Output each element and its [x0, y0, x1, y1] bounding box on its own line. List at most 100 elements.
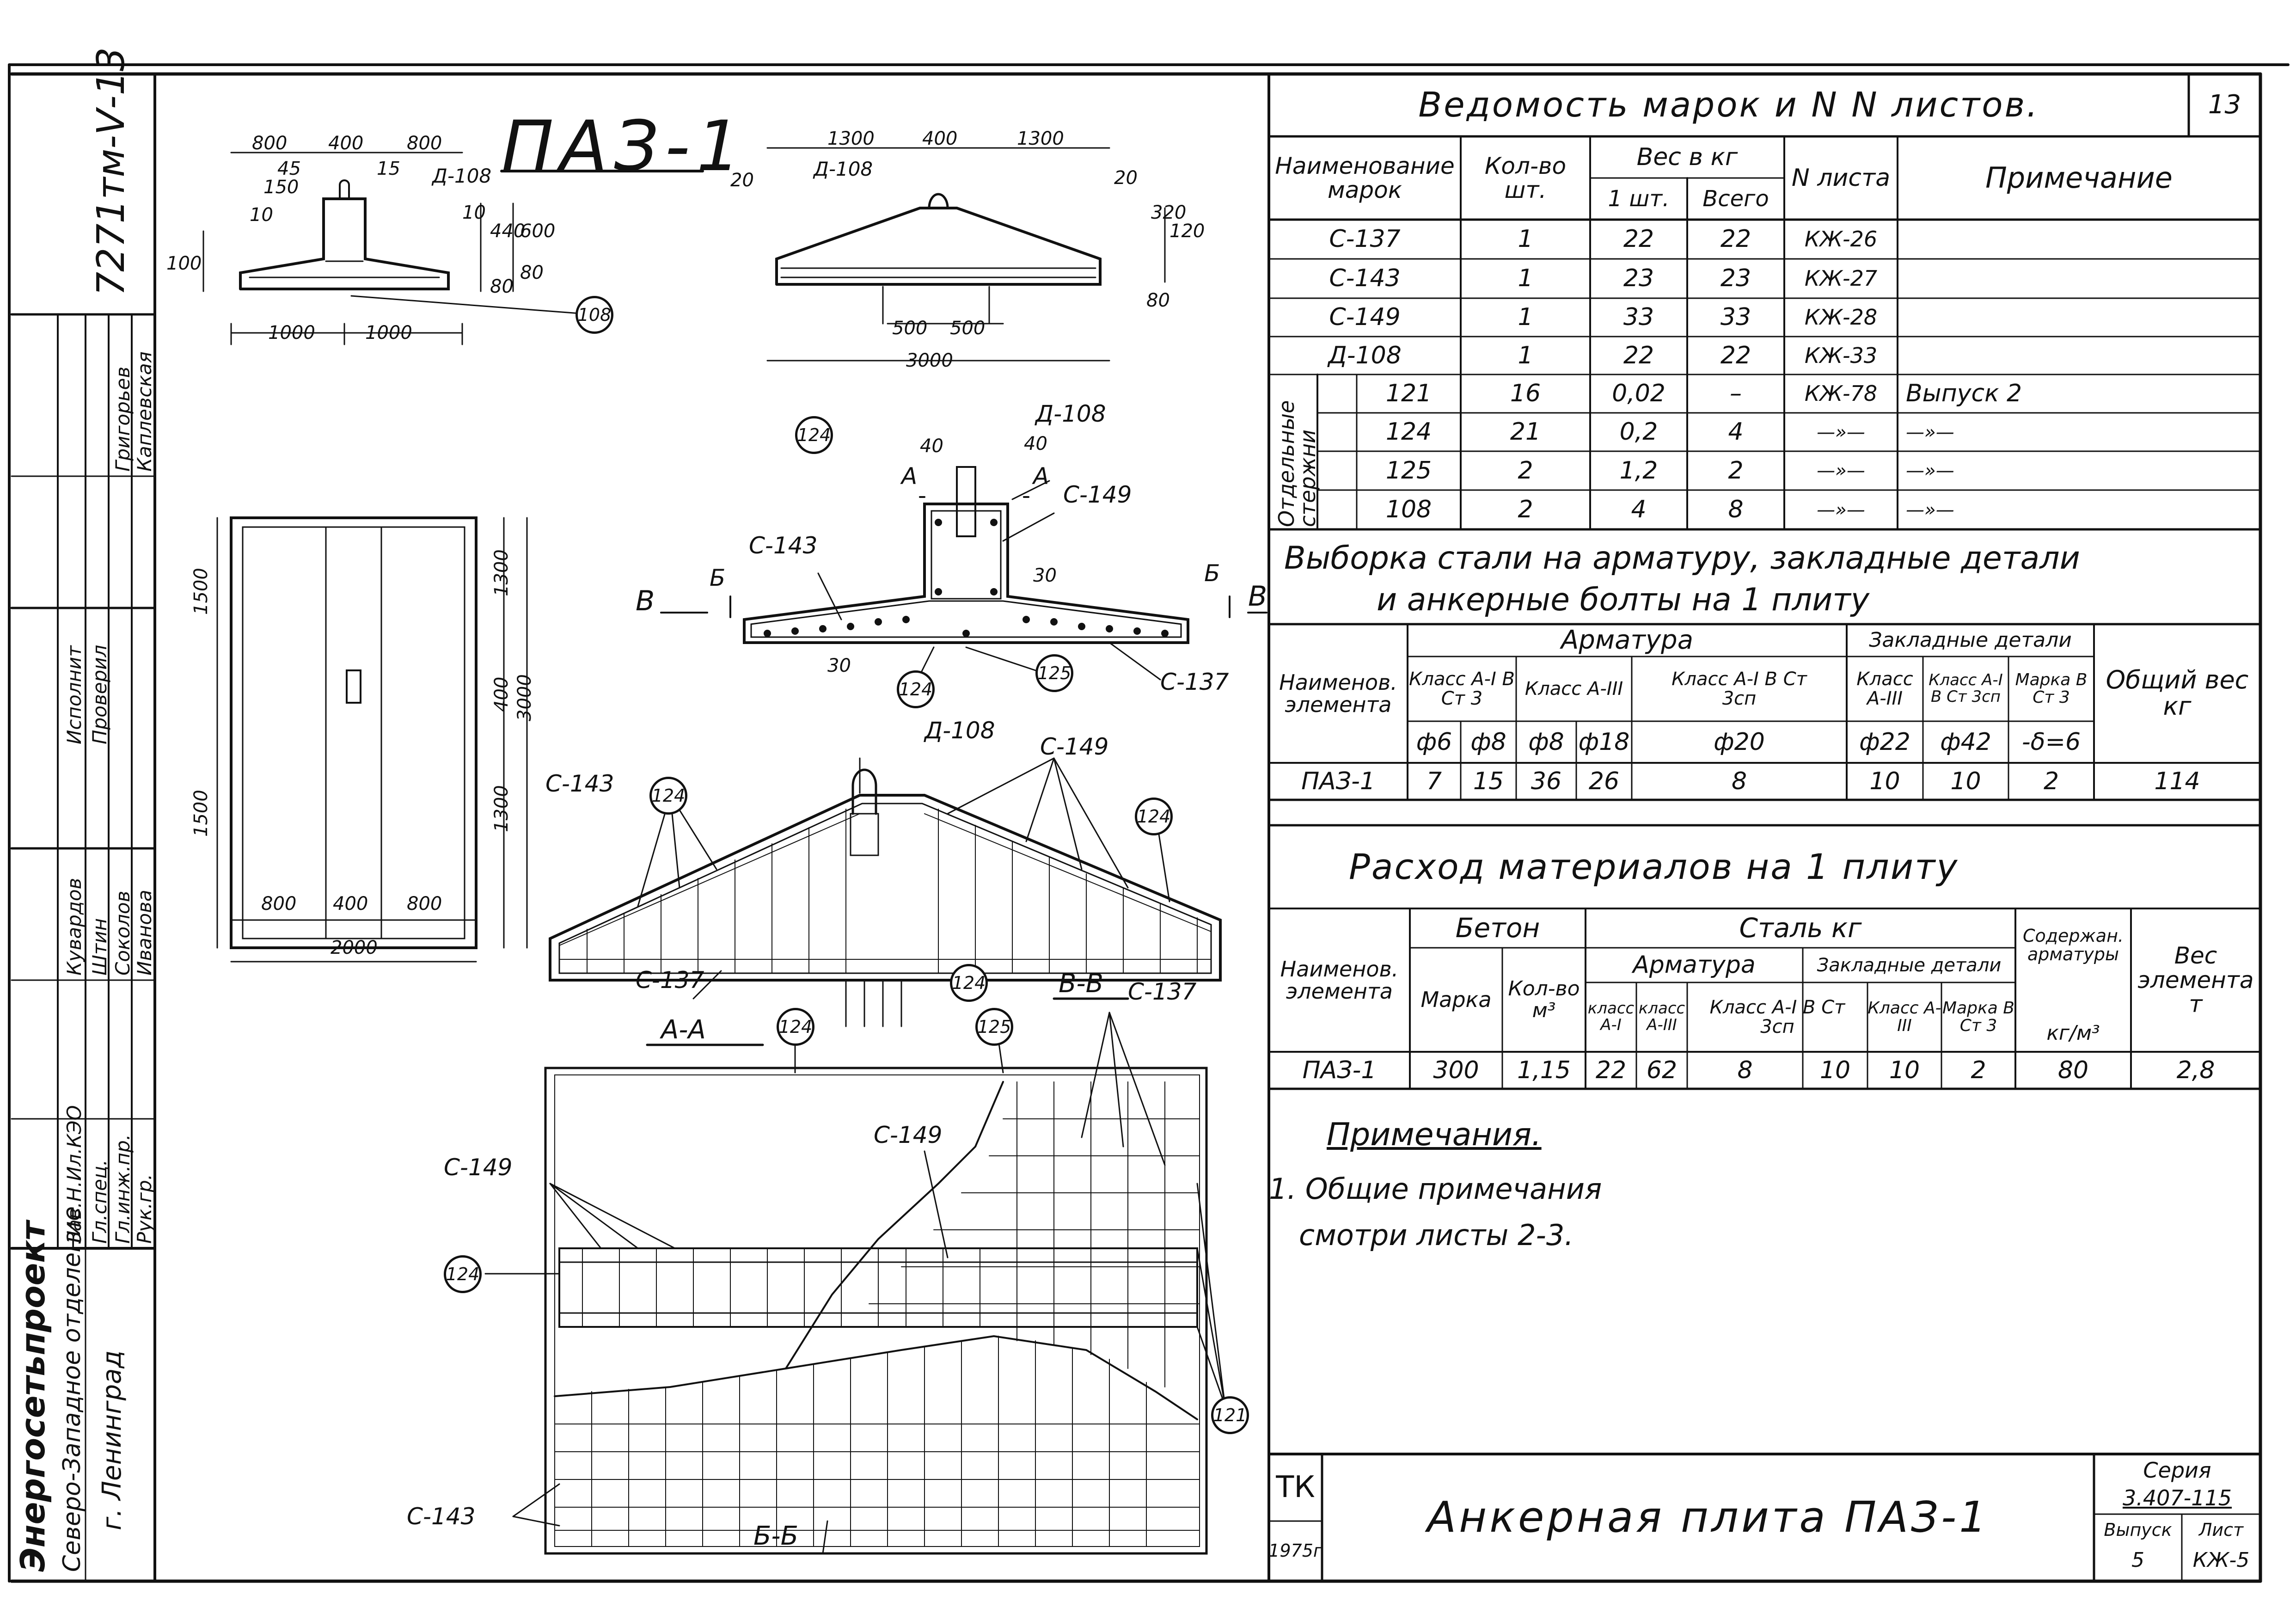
dim-label: 2000: [331, 937, 378, 958]
callout-108: 108: [576, 296, 613, 334]
schedule-cell-note: [1898, 337, 2259, 374]
dim-label: 80: [1146, 290, 1170, 311]
dim-label: 1300: [827, 128, 875, 149]
materials-h-concrete: Бетон: [1455, 912, 1540, 944]
mark-c137: С-137: [1128, 978, 1197, 1005]
materials-row-value: 1,15: [1517, 1056, 1571, 1084]
dim-label: 800: [252, 133, 288, 154]
dim-label: 1300: [491, 549, 512, 596]
steel-d: ф20: [1714, 728, 1765, 756]
schedule-cell-name: С-137: [1329, 225, 1401, 253]
mark-c137: С-137: [636, 967, 704, 994]
steel-row-name: ПАЗ-1: [1301, 767, 1375, 795]
issue-label: Выпуск: [2104, 1520, 2172, 1540]
role-5: Исполнит: [63, 645, 86, 744]
section-mark-a: А: [1033, 463, 1049, 490]
schedule-cell-wall: –: [1730, 380, 1742, 408]
schedule-cell-wall: 22: [1720, 225, 1751, 253]
dim-label: 15: [377, 158, 400, 179]
mark-c137: С-137: [1160, 669, 1229, 695]
drawing-code: 7271тм-Ⅴ-13: [89, 47, 133, 296]
issue-value: 5: [2131, 1548, 2144, 1572]
dim-label: 40: [1024, 433, 1047, 454]
dim-label: 1300: [1017, 128, 1064, 149]
schedule-cell-wall: 33: [1720, 303, 1751, 331]
schedule-cell-w1: 0,2: [1619, 418, 1658, 446]
dim-label: 1000: [268, 322, 315, 344]
schedule-cell-w1: 22: [1623, 341, 1654, 369]
materials-h-steel: Сталь кг: [1739, 912, 1862, 944]
dim-label: 30: [1033, 565, 1057, 586]
schedule-cell-qty: 16: [1510, 380, 1541, 408]
mark-c143: С-143: [545, 770, 614, 797]
dim-label: 800: [407, 133, 442, 154]
dim-label: 800: [261, 893, 297, 914]
materials-h-est: Марка В Ст 3: [1942, 999, 2014, 1035]
dim-label: 400: [328, 133, 364, 154]
schedule-h-weight: Вес в кг: [1636, 143, 1738, 171]
materials-row-value: 300: [1433, 1056, 1479, 1084]
schedule-cell-w1: 22: [1623, 225, 1654, 253]
main-title: Анкерная плита ПАЗ-1: [1427, 1492, 1989, 1542]
callout-124: 124: [950, 964, 988, 1002]
dim-label: 320: [1151, 202, 1187, 223]
notes-title: Примечания.: [1327, 1117, 1542, 1153]
section-mark-v: В: [636, 585, 655, 617]
materials-h-vol: Кол-во м³: [1508, 977, 1580, 1022]
name-4: Иванова: [133, 890, 156, 976]
dim-label: 10: [250, 204, 273, 226]
steel-h-c2: Класс А-III: [1525, 678, 1623, 700]
dim-label: 80: [490, 276, 514, 297]
dim-label: 3000: [514, 674, 535, 721]
materials-h-content: Содержан. арматуры: [2023, 926, 2124, 964]
materials-row-value: 22: [1595, 1056, 1627, 1084]
schedule-cell-w1: 4: [1631, 496, 1647, 524]
dim-label: 150: [263, 177, 299, 198]
materials-row-value: 10: [1819, 1056, 1851, 1084]
callout-125: 125: [1035, 654, 1073, 692]
steel-title-2: и анкерные болты на 1 плиту: [1377, 581, 1870, 618]
dim-label: 1500: [190, 568, 212, 615]
name-1: Кувардов: [63, 878, 86, 976]
steel-row-value: 10: [1869, 767, 1900, 795]
steel-d: ф8: [1470, 728, 1506, 756]
steel-h-c6: Марка В Ст 3: [2015, 670, 2088, 707]
schedule-group-label: Отдельные стержни: [1274, 400, 1320, 527]
schedule-cell-name: 124: [1385, 418, 1432, 446]
view-label-vv: В-В: [1059, 969, 1104, 999]
notes-line-1: 1. Общие примечания: [1269, 1172, 1602, 1206]
materials-h-emb: Закладные детали: [1817, 954, 2002, 976]
mark-c149: С-149: [444, 1154, 513, 1181]
dim-label: 80: [520, 262, 544, 283]
steel-h-c3: Класс А-I В Ст 3сп: [1671, 669, 1807, 709]
schedule-cell-sheet: —»—: [1817, 499, 1865, 521]
callout-124: 124: [649, 777, 687, 815]
schedule-cell-w1: 1,2: [1619, 456, 1658, 485]
mark-c149: С-149: [1063, 481, 1132, 508]
steel-row-value: 2: [2043, 767, 2059, 795]
schedule-cell-sheet: —»—: [1817, 460, 1865, 481]
steel-row-value: 10: [1950, 767, 1981, 795]
series-label: Серия: [2143, 1457, 2211, 1483]
view-label-aa: А-А: [661, 1015, 706, 1045]
mark-d108: Д-108: [814, 158, 873, 180]
steel-row-value: 8: [1731, 767, 1747, 795]
schedule-cell-qty: 1: [1518, 264, 1533, 293]
schedule-h-w1: 1 шт.: [1608, 185, 1670, 212]
dim-label: 440: [490, 221, 526, 242]
schedule-cell-sheet: КЖ-78: [1804, 381, 1878, 406]
schedule-cell-name: 125: [1385, 456, 1432, 485]
schedule-cell-wall: 22: [1720, 341, 1751, 369]
steel-title-1: Выборка стали на арматуру, закладные дет…: [1284, 540, 2080, 577]
schedule-cell-name: 121: [1385, 380, 1432, 408]
dim-label: 30: [827, 655, 851, 676]
mark-c149: С-149: [1040, 733, 1109, 760]
schedule-cell-note: —»—: [1906, 499, 1954, 521]
schedule-cell-wall: 23: [1720, 264, 1751, 293]
mark-c143: С-143: [749, 532, 818, 559]
view-label-bb: Б-Б: [753, 1521, 799, 1551]
callout-124: 124: [444, 1255, 482, 1293]
materials-row-value: 10: [1889, 1056, 1920, 1084]
steel-row-value: 15: [1473, 767, 1504, 795]
section-mark-b: Б: [710, 565, 726, 591]
